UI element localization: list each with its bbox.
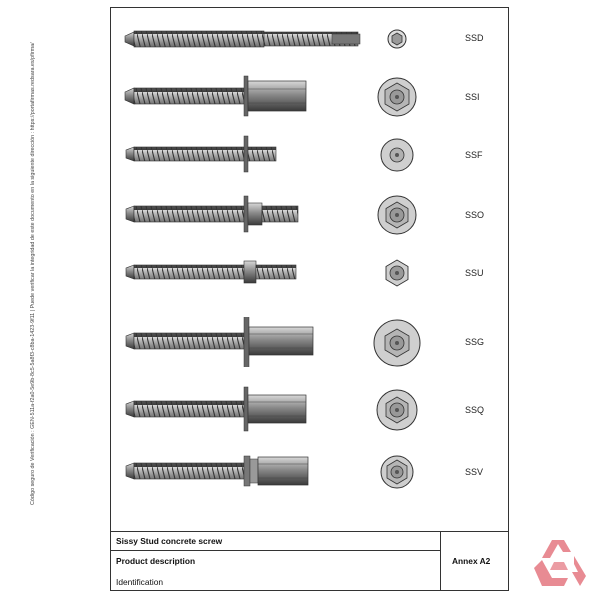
ssi-label: SSI [465, 92, 480, 102]
product-row-ssq: SSQ [110, 385, 509, 435]
sso-end-view [377, 195, 417, 235]
ssi-screw-drawing [124, 75, 307, 117]
ssd-label: SSD [465, 33, 484, 43]
ssu-label: SSU [465, 268, 484, 278]
ssu-end-view [385, 259, 409, 287]
ssg-label: SSG [465, 337, 485, 347]
product-row-ssu: SSU [110, 248, 509, 298]
product-row-ssv: SSV [110, 447, 509, 497]
sso-label: SSO [465, 210, 485, 220]
title-block-top-line [110, 531, 509, 532]
ssf-end-view [380, 138, 414, 172]
certification-logo-icon [534, 540, 586, 586]
verification-side-note: Código seguro de Verificación : GEN-511a… [30, 42, 36, 505]
subsection-title: Identification [116, 577, 164, 587]
product-row-ssi: SSI [110, 72, 509, 122]
ssq-screw-drawing [125, 386, 307, 432]
ssv-end-view [380, 455, 414, 489]
page-frame [110, 7, 509, 591]
ssd-end-view [387, 29, 407, 49]
product-row-ssd: SSD [110, 14, 509, 64]
ssg-end-view [373, 319, 421, 367]
ssv-label: SSV [465, 467, 484, 477]
ssq-label: SSQ [465, 405, 485, 415]
ssf-label: SSF [465, 150, 483, 160]
product-row-sso: SSO [110, 190, 509, 240]
ssv-screw-drawing [125, 455, 309, 487]
product-row-ssg: SSG [110, 317, 509, 367]
title-block: Sissy Stud concrete screw Product descri… [110, 531, 509, 591]
product-row-ssf: SSF [110, 130, 509, 180]
ssd-screw-drawing [124, 30, 361, 48]
title-block-vertical-divider [440, 531, 441, 591]
section-title: Product description [116, 556, 196, 566]
title-block-divider [110, 550, 440, 551]
product-name: Sissy Stud concrete screw [116, 536, 223, 546]
annex-label: Annex A2 [452, 556, 491, 566]
sso-screw-drawing [125, 195, 299, 233]
ssi-end-view [377, 77, 417, 117]
ssg-screw-drawing [125, 317, 314, 367]
ssq-end-view [376, 389, 418, 431]
ssu-screw-drawing [125, 260, 297, 284]
ssf-screw-drawing [125, 135, 277, 173]
